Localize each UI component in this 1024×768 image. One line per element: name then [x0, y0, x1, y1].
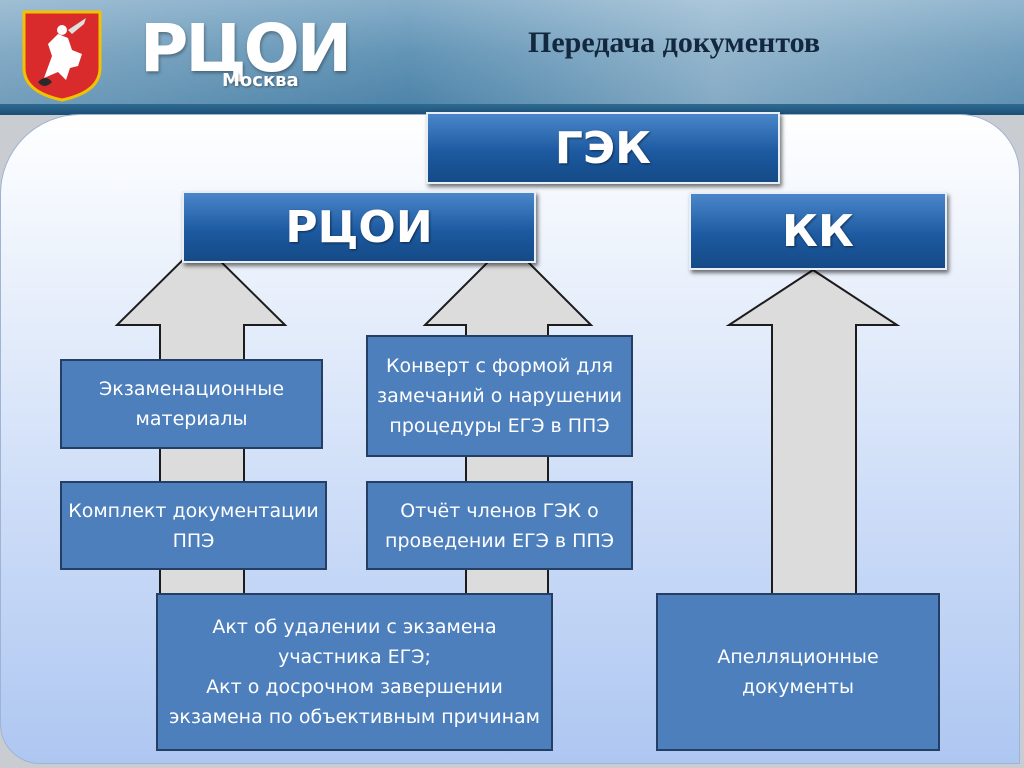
page-title: Передача документов — [528, 26, 821, 59]
doc-exam-materials: Экзаменационные материалы — [60, 359, 323, 449]
node-gek: ГЭК — [426, 112, 780, 184]
kremlin-panorama — [0, 0, 1024, 115]
node-kk: КК — [689, 192, 947, 270]
doc-gek-report: Отчёт членов ГЭК о проведении ЕГЭ в ППЭ — [366, 481, 633, 570]
node-rcoi: РЦОИ — [182, 191, 536, 263]
header-band — [0, 104, 1024, 115]
doc-ppe-documentation: Комплект документации ППЭ — [60, 481, 327, 570]
rcoi-logo: РЦОИ — [140, 10, 352, 87]
moscow-coat-of-arms-icon — [22, 10, 102, 102]
header-banner — [0, 0, 1024, 115]
doc-violation-envelope: Конверт с формой для замечаний о нарушен… — [366, 335, 633, 457]
rcoi-logo-city: Москва — [222, 70, 299, 91]
doc-removal-acts: Акт об удалении с экзамена участника ЕГЭ… — [156, 593, 553, 751]
doc-appeals: Апелляционные документы — [656, 593, 940, 751]
arrow-appeals-to-kk — [725, 268, 901, 601]
